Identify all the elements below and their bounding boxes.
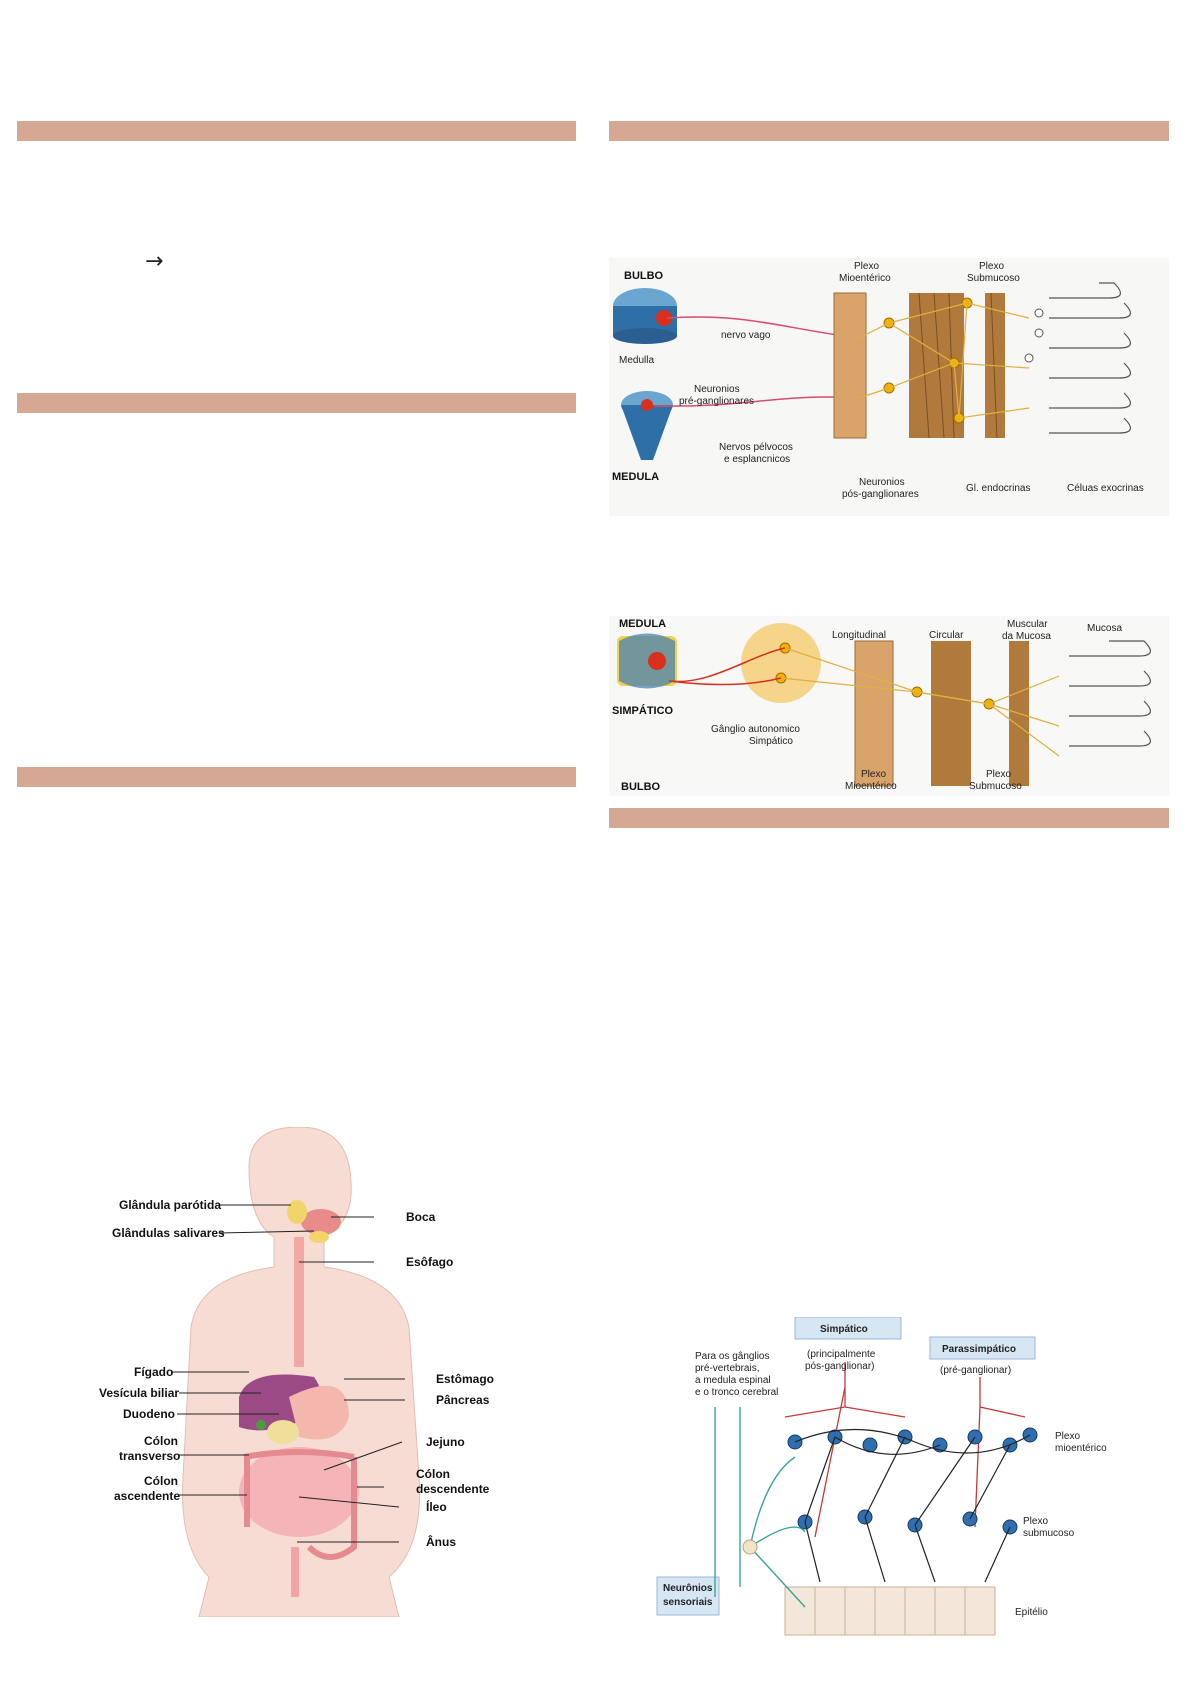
label-colon-ascendente-1: Cólon [144, 1474, 178, 1488]
label-simpatico-note-2: pós-ganglionar) [805, 1361, 875, 1372]
label-colon-descendente-1: Cólon [416, 1467, 450, 1481]
label-estomago: Estômago [436, 1372, 494, 1386]
label-colon-transverso-2: transverso [119, 1449, 180, 1463]
label-ileo: Íleo [426, 1499, 447, 1514]
label-colon-ascendente-2: ascendente [114, 1489, 180, 1503]
section-header-bar-right-1 [609, 121, 1169, 141]
label-boca: Boca [406, 1210, 436, 1224]
bulbo-cross-section [613, 288, 677, 344]
label-neuronios-pre-1: Neuronios [694, 384, 740, 395]
label-plexo-sub-2: Submucoso [969, 781, 1022, 792]
label-neuronios-sensoriais-2: sensoriais [663, 1597, 713, 1608]
label-esofago: Esôfago [406, 1255, 453, 1269]
label-colon-descendente-2: descendente [416, 1482, 490, 1496]
label-para-ganglios-4: e o tronco cerebral [695, 1387, 778, 1398]
label-medula: MEDULA [619, 618, 666, 630]
label-longitudinal: Longitudinal [832, 630, 886, 641]
label-duodeno: Duodeno [123, 1407, 175, 1421]
label-plexo-mio-1: Plexo [861, 769, 886, 780]
label-parassimpatico: Parassimpático [942, 1344, 1016, 1355]
section-header-bar-left-3 [17, 767, 576, 787]
label-ganglio-1: Gânglio autonomico [711, 724, 800, 735]
figure-digestive-system: Glândula parótida Glândulas salivares Fí… [99, 1127, 501, 1617]
label-simpatico: SIMPÁTICO [612, 704, 674, 717]
label-neuronios-pre-2: pré-ganglionares [679, 396, 754, 407]
label-plexo-mio-2: mioentérico [1055, 1443, 1107, 1454]
label-plexo-sub-1: Plexo [979, 261, 1004, 272]
label-bulbo: BULBO [624, 270, 664, 282]
label-nervos-pelvicos-2: e esplancnicos [724, 454, 790, 465]
figure-sympathetic-innervation: MEDULA SIMPÁTICO BULBO Gânglio autonomic… [609, 616, 1169, 796]
label-para-ganglios-3: a medula espinal [695, 1375, 771, 1386]
medula-cross-section [617, 633, 677, 689]
figure-enteric-nervous-system: Simpático (principalmente pós-ganglionar… [655, 1317, 1117, 1649]
label-nervos-pelvicos-1: Nervos pélvocos [719, 442, 793, 453]
label-para-ganglios-2: pré-vertebrais, [695, 1363, 759, 1374]
label-mucosa: Mucosa [1087, 623, 1122, 634]
label-plexo-mio-2: Mioentérico [845, 781, 897, 792]
label-glandula-parotida: Glândula parótida [119, 1198, 221, 1212]
label-plexo-sub-1: Plexo [1023, 1516, 1048, 1527]
label-gl-endocrinas: Gl. endocrinas [966, 483, 1030, 494]
mouth-region [287, 1200, 341, 1243]
label-simpatico: Simpático [820, 1324, 868, 1335]
label-plexo-mio-1: Plexo [854, 261, 879, 272]
label-muscular-mucosa-1: Muscular [1007, 619, 1048, 630]
label-bulbo: BULBO [621, 781, 661, 793]
label-muscular-mucosa-2: da Mucosa [1002, 631, 1051, 642]
label-circular: Circular [929, 630, 964, 641]
label-plexo-sub-2: submucoso [1023, 1528, 1075, 1539]
label-figado: Fígado [134, 1365, 173, 1379]
section-header-bar-left-2 [17, 393, 576, 413]
label-colon-transverso-1: Cólon [144, 1434, 178, 1448]
label-epitelio: Epitélio [1015, 1607, 1048, 1618]
label-jejuno: Jejuno [426, 1435, 465, 1449]
arrow-symbol: → [145, 249, 164, 274]
label-simpatico-note-1: (principalmente [807, 1349, 876, 1360]
section-header-bar-left-1 [17, 121, 576, 141]
label-neuronios-pos-2: pós-ganglionares [842, 489, 919, 500]
label-plexo-mio-2: Mioentérico [839, 273, 891, 284]
medula-cross-section [621, 391, 673, 460]
figure-parasympathetic-innervation: BULBO Medulla MEDULA Plexo Mioentérico P… [609, 258, 1169, 516]
label-glandulas-salivares: Glândulas salivares [112, 1226, 225, 1240]
label-plexo-mio-1: Plexo [1055, 1431, 1080, 1442]
label-anus: Ânus [426, 1534, 456, 1549]
label-vesicula-biliar: Vesícula biliar [99, 1386, 179, 1400]
label-para-ganglios-1: Para os gânglios [695, 1351, 770, 1362]
label-celulas-exocrinas: Céluas exocrinas [1067, 483, 1144, 494]
label-neuronios-pos-1: Neuronios [859, 477, 905, 488]
label-medula: MEDULA [612, 471, 659, 483]
label-neuronios-sensoriais-1: Neurônios [663, 1583, 713, 1594]
label-nervo-vago: nervo vago [721, 330, 771, 341]
label-medulla: Medulla [619, 355, 654, 366]
label-plexo-sub-2: Submucoso [967, 273, 1020, 284]
label-plexo-sub-1: Plexo [986, 769, 1011, 780]
label-parassimpatico-note: (pré-ganglionar) [940, 1365, 1011, 1376]
label-pancreas: Pâncreas [436, 1393, 490, 1407]
section-header-bar-right-2 [609, 808, 1169, 828]
label-ganglio-2: Simpático [749, 736, 793, 747]
